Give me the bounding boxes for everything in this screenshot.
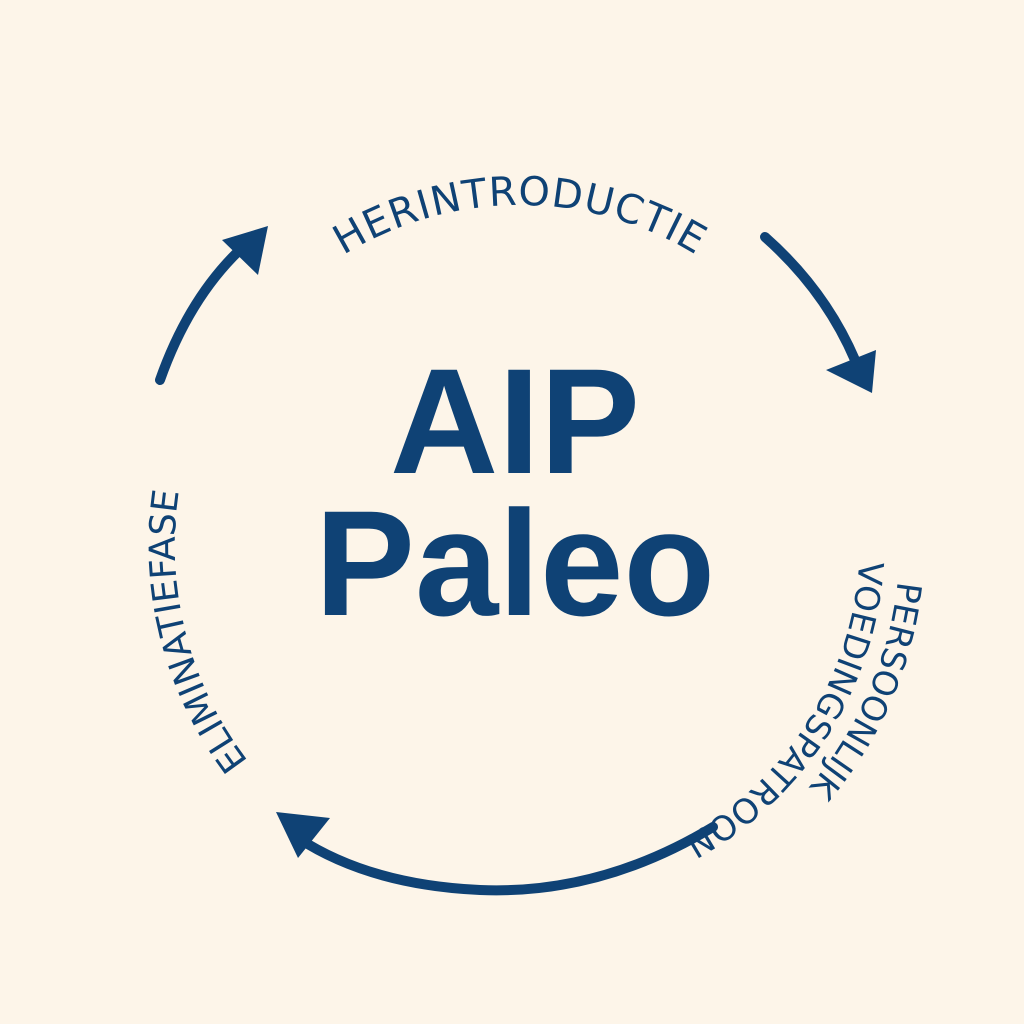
arrow-to-herintroductie bbox=[155, 226, 268, 385]
stage-eliminatiefase-label: ELIMINATIEFASE bbox=[143, 487, 256, 780]
arrow-to-eliminatiefase bbox=[276, 812, 718, 896]
center-title-aip: AIP bbox=[390, 337, 640, 505]
arrow-to-persoonlijk bbox=[760, 232, 876, 393]
center-title-paleo: Paleo bbox=[315, 479, 715, 647]
stage-herintroductie-label: HERINTRODUCTIE bbox=[326, 169, 715, 264]
